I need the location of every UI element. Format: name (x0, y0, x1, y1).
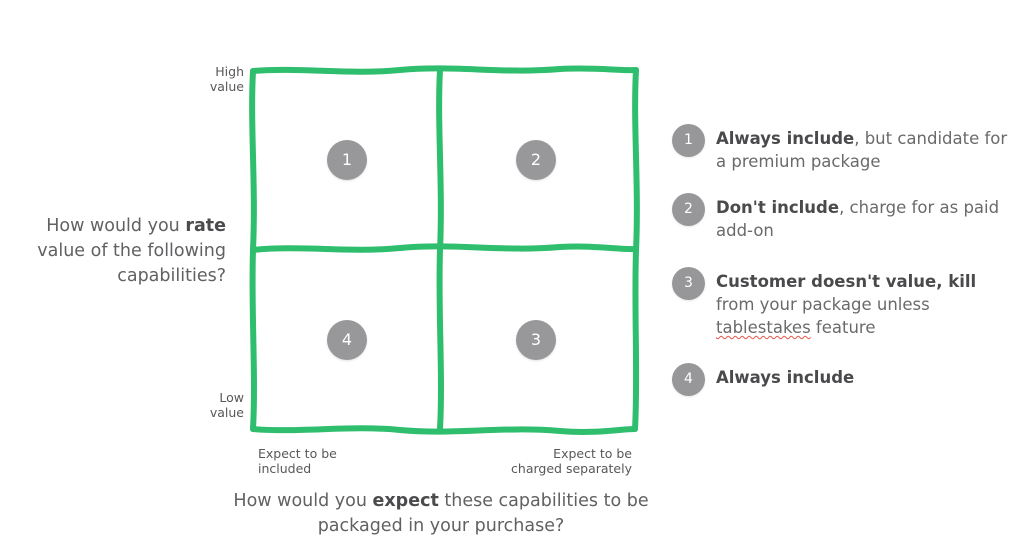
legend-text-1-bold: Always include (716, 129, 855, 148)
quadrant-badge-4[interactable]: 4 (327, 320, 367, 360)
legend-text-4-bold: Always include (716, 368, 855, 387)
quadrant-badge-3[interactable]: 3 (516, 320, 556, 360)
y-axis-low-label: Low value (209, 390, 244, 420)
quadrant-badge-1[interactable]: 1 (327, 140, 367, 180)
x-axis-question: How would you expect these capabilities … (200, 489, 682, 539)
legend-item-4[interactable]: 4 Always include (672, 363, 854, 396)
y-axis-high-label: High value (209, 64, 244, 94)
x-axis-question-emphasis: expect (372, 491, 439, 511)
legend-item-2[interactable]: 2 Don't include, charge for as paid add-… (672, 193, 1016, 242)
y-axis-question-part2: value of the following capabilities? (37, 241, 226, 286)
legend-badge-1: 1 (672, 124, 705, 157)
grid-horizontal-divider (250, 243, 639, 253)
legend-text-3-tail: feature (810, 318, 876, 337)
y-axis-question-emphasis: rate (185, 216, 226, 236)
quadrant-grid (249, 65, 640, 435)
legend-text-1: Always include, but candidate for a prem… (716, 124, 1016, 173)
y-axis-question-part1: How would you (46, 216, 186, 236)
grid-vertical-divider (436, 67, 444, 432)
legend-text-2-rest: , charge for as paid add-on (716, 198, 1000, 240)
x-axis-left-label: Expect to be included (258, 446, 337, 476)
grid-top-edge (250, 65, 639, 75)
legend-text-3-rest: from your package unless (716, 295, 930, 314)
x-axis-right-label: Expect to be charged separately (511, 446, 632, 476)
legend-text-3-misspelled-word: tablestakes (716, 318, 811, 337)
quadrant-matrix-chart: High value Low value Expect to be includ… (14, 64, 682, 539)
legend-text-3: Customer doesn't value, kill from your p… (716, 267, 1016, 339)
quadrant-badge-2[interactable]: 2 (516, 140, 556, 180)
legend-text-4: Always include (716, 363, 854, 389)
legend-item-1[interactable]: 1 Always include, but candidate for a pr… (672, 124, 1016, 173)
x-axis-question-part1: How would you (233, 491, 373, 511)
legend-badge-4: 4 (672, 363, 705, 396)
legend-badge-3: 3 (672, 267, 705, 300)
legend-text-3-bold: Customer doesn't value, kill (716, 272, 977, 291)
x-axis-question-part2: these capabilities to be packaged in you… (317, 491, 649, 536)
legend-text-1-rest: , but candidate for a premium package (716, 129, 1008, 171)
legend-text-2: Don't include, charge for as paid add-on (716, 193, 1016, 242)
legend-item-3[interactable]: 3 Customer doesn't value, kill from your… (672, 267, 1016, 339)
legend-badge-2: 2 (672, 193, 705, 226)
y-axis-question: How would you rate value of the followin… (14, 214, 226, 289)
legend-text-2-bold: Don't include (716, 198, 840, 217)
grid-bottom-edge (250, 425, 638, 435)
